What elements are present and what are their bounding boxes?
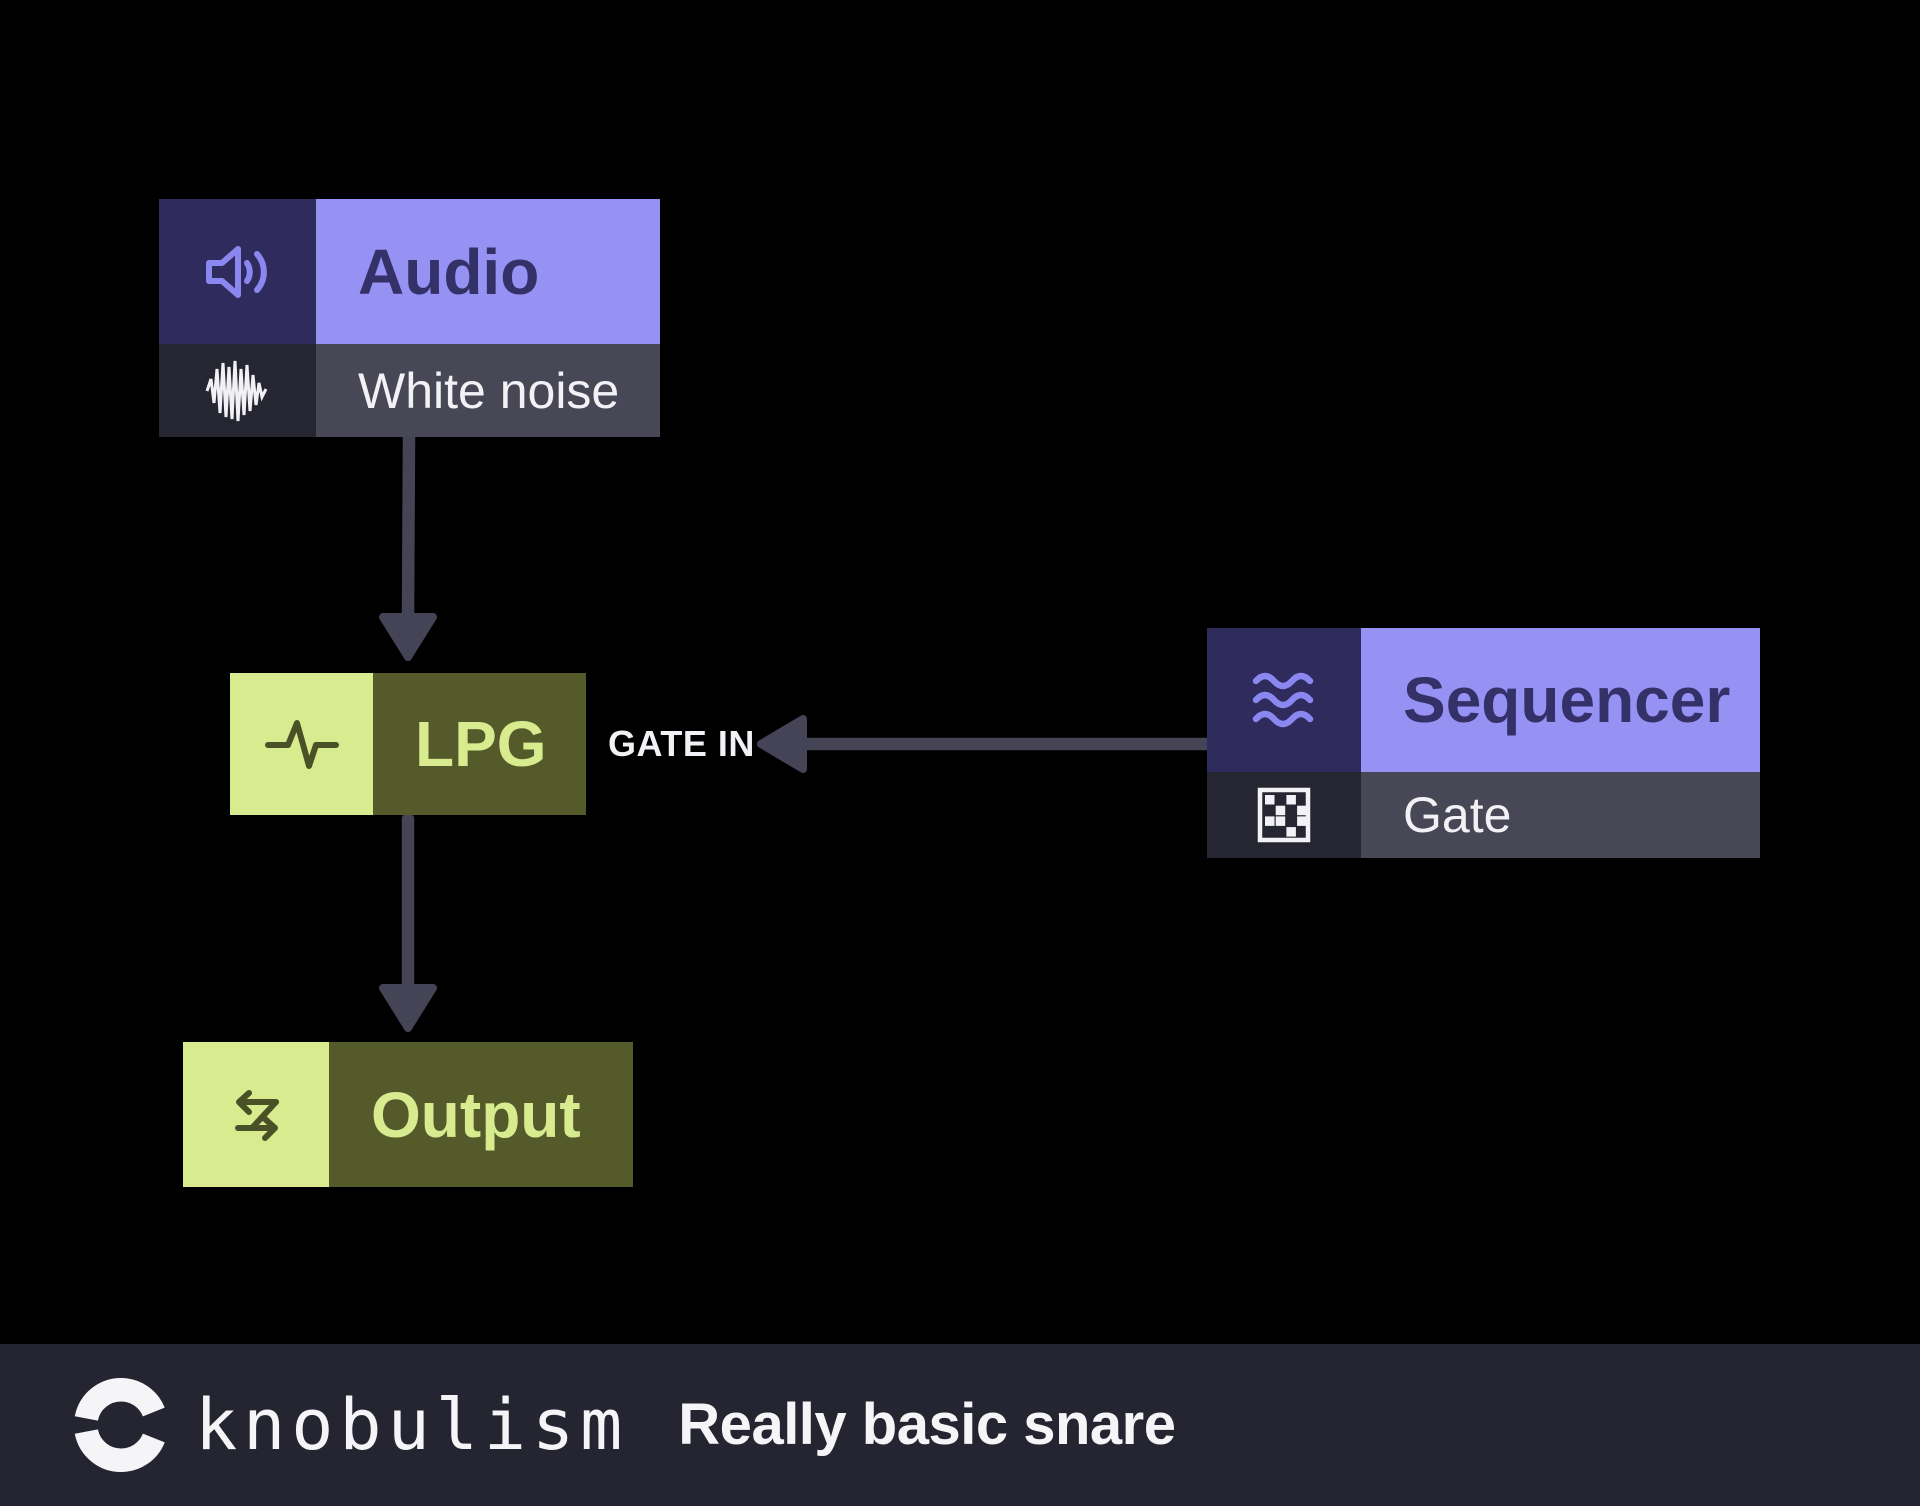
pulse-icon — [230, 673, 373, 815]
node-audio-subrow: White noise — [159, 344, 660, 437]
sequencer-to-lpg-gate-arrow — [757, 715, 1213, 773]
knobulism-logo-icon — [73, 1377, 169, 1473]
node-output[interactable]: Output — [183, 1042, 633, 1187]
node-output-title: Output — [371, 1078, 581, 1151]
node-output-header: Output — [183, 1042, 633, 1187]
node-sequencer-subtitle: Gate — [1403, 787, 1512, 843]
node-audio-subtitle: White noise — [358, 362, 620, 419]
node-lpg[interactable]: LPG — [230, 673, 586, 815]
node-output-title-cell: Output — [329, 1042, 633, 1187]
patch-title: Really basic snare — [678, 1392, 1176, 1457]
node-audio-title-cell: Audio — [316, 199, 660, 344]
gate-in-label: GATE IN — [608, 723, 755, 764]
lpg-to-output-arrow — [379, 812, 437, 1032]
checker-pattern-icon — [1207, 772, 1361, 858]
node-sequencer-subtitle-cell: Gate — [1361, 772, 1760, 858]
node-sequencer-header: Sequencer — [1207, 628, 1760, 772]
node-sequencer[interactable]: Sequencer — [1207, 628, 1760, 858]
transfer-arrows-icon — [183, 1042, 329, 1187]
brand-name: knobulism — [195, 1384, 629, 1466]
noise-waveform-icon — [159, 344, 316, 437]
footer-bar: knobulism Really basic snare — [0, 1344, 1920, 1506]
node-audio-header: Audio — [159, 199, 660, 344]
node-sequencer-subrow: Gate — [1207, 772, 1760, 858]
node-lpg-title: LPG — [415, 708, 547, 780]
node-audio-title: Audio — [358, 235, 540, 308]
node-audio-subtitle-cell: White noise — [316, 344, 660, 437]
node-sequencer-title: Sequencer — [1403, 664, 1731, 736]
node-lpg-header: LPG — [230, 673, 586, 815]
node-lpg-title-cell: LPG — [373, 673, 586, 815]
speaker-icon — [159, 199, 316, 344]
audio-to-lpg-arrow — [379, 431, 437, 661]
waves-icon — [1207, 628, 1361, 772]
node-sequencer-title-cell: Sequencer — [1361, 628, 1760, 772]
node-audio[interactable]: Audio White noise — [159, 199, 660, 437]
